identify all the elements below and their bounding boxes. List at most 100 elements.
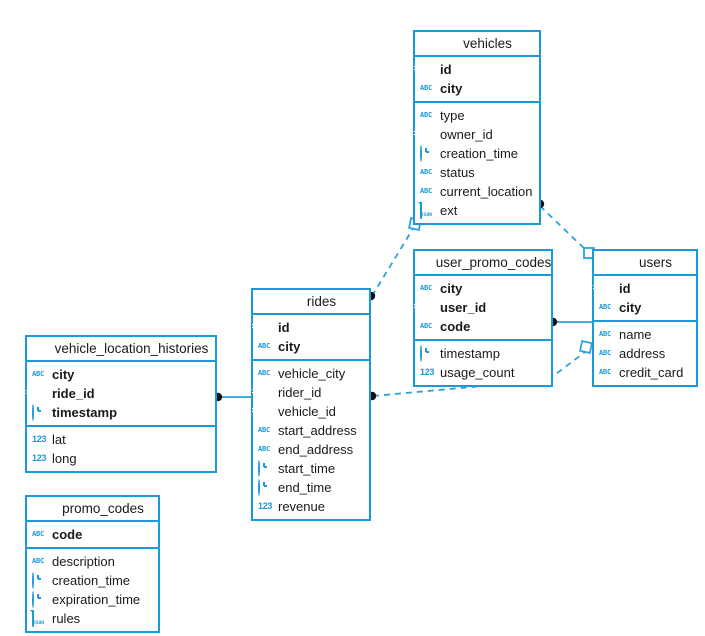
id-icon <box>414 127 435 142</box>
abc-icon: ABC <box>258 342 271 350</box>
relationship-vehicles-users[interactable] <box>539 205 589 253</box>
table-name: vehicles <box>463 36 512 51</box>
field-label: end_address <box>278 442 354 457</box>
field-row[interactable]: vehicle_id <box>252 402 369 421</box>
field-row[interactable]: JSONext <box>415 201 539 220</box>
123-icon: 123 <box>258 501 273 511</box>
id-icon <box>414 300 435 315</box>
table-title: promo_codes <box>27 497 158 522</box>
primary-key-group: ABC code <box>27 522 158 549</box>
field-label: ride_id <box>52 386 95 401</box>
primary-key-field-row[interactable]: user_id <box>414 298 551 317</box>
table-title: vehicle_location_histories <box>27 337 215 362</box>
field-label: code <box>52 527 83 542</box>
field-label: vehicle_city <box>278 366 346 381</box>
field-row[interactable]: creation_time <box>415 144 539 163</box>
abc-icon: ABC <box>599 303 612 311</box>
field-label: id <box>440 62 452 77</box>
abc-icon: ABC <box>420 284 433 292</box>
table-name: vehicle_location_histories <box>54 341 209 356</box>
primary-key-field-row[interactable]: ABC code <box>415 317 551 336</box>
field-label: city <box>52 367 75 382</box>
table-icon <box>415 255 430 270</box>
field-row[interactable]: owner_id <box>414 125 539 144</box>
relationship-rides-vehicles[interactable] <box>371 226 415 297</box>
field-row[interactable]: rider_id <box>252 383 369 402</box>
id-icon <box>26 386 47 401</box>
abc-icon: ABC <box>420 322 433 330</box>
abc-icon: ABC <box>32 370 45 378</box>
123-icon: 123 <box>32 434 47 444</box>
primary-key-field-row[interactable]: ABC code <box>27 525 158 544</box>
primary-key-field-row[interactable]: id <box>593 279 696 298</box>
table-title: users <box>594 251 696 276</box>
field-row[interactable]: JSONrules <box>27 609 158 628</box>
abc-icon: ABC <box>599 368 612 376</box>
field-row[interactable]: expiration_time <box>27 590 158 609</box>
field-label: city <box>440 281 463 296</box>
field-label: ext <box>440 203 458 218</box>
field-label: code <box>440 319 471 334</box>
field-label: timestamp <box>440 346 500 361</box>
field-label: revenue <box>278 499 325 514</box>
abc-icon: ABC <box>258 369 271 377</box>
clock-icon <box>32 591 47 608</box>
field-row[interactable]: timestamp <box>415 344 551 363</box>
field-label: expiration_time <box>52 592 141 607</box>
abc-icon: ABC <box>599 349 612 357</box>
table-title: vehicles <box>415 32 539 57</box>
abc-icon: ABC <box>258 426 271 434</box>
abc-icon: ABC <box>32 530 45 538</box>
primary-key-field-row[interactable]: ABC city <box>27 365 215 384</box>
primary-key-field-row[interactable]: ABC city <box>253 337 369 356</box>
field-row[interactable]: creation_time <box>27 571 158 590</box>
field-row[interactable]: end_time <box>253 478 369 497</box>
field-label: creation_time <box>440 146 519 161</box>
field-label: timestamp <box>52 405 118 420</box>
field-row[interactable]: ABC vehicle_city <box>253 364 369 383</box>
primary-key-field-row[interactable]: ABC city <box>415 279 551 298</box>
field-label: city <box>278 339 301 354</box>
field-label: owner_id <box>440 127 493 142</box>
primary-key-field-row[interactable]: timestamp <box>27 403 215 422</box>
field-label: id <box>278 320 290 335</box>
id-icon <box>252 385 273 400</box>
field-label: name <box>619 327 652 342</box>
primary-key-field-row[interactable]: id <box>252 318 369 337</box>
primary-key-field-row[interactable]: id <box>414 60 539 79</box>
123-icon: 123 <box>32 453 47 463</box>
clock-icon <box>32 404 47 421</box>
field-row[interactable]: 123 revenue <box>253 497 369 516</box>
table-name: user_promo_codes <box>435 255 552 270</box>
field-label: start_time <box>278 461 336 476</box>
field-row[interactable]: start_time <box>253 459 369 478</box>
primary-key-field-row[interactable]: ride_id <box>26 384 215 403</box>
